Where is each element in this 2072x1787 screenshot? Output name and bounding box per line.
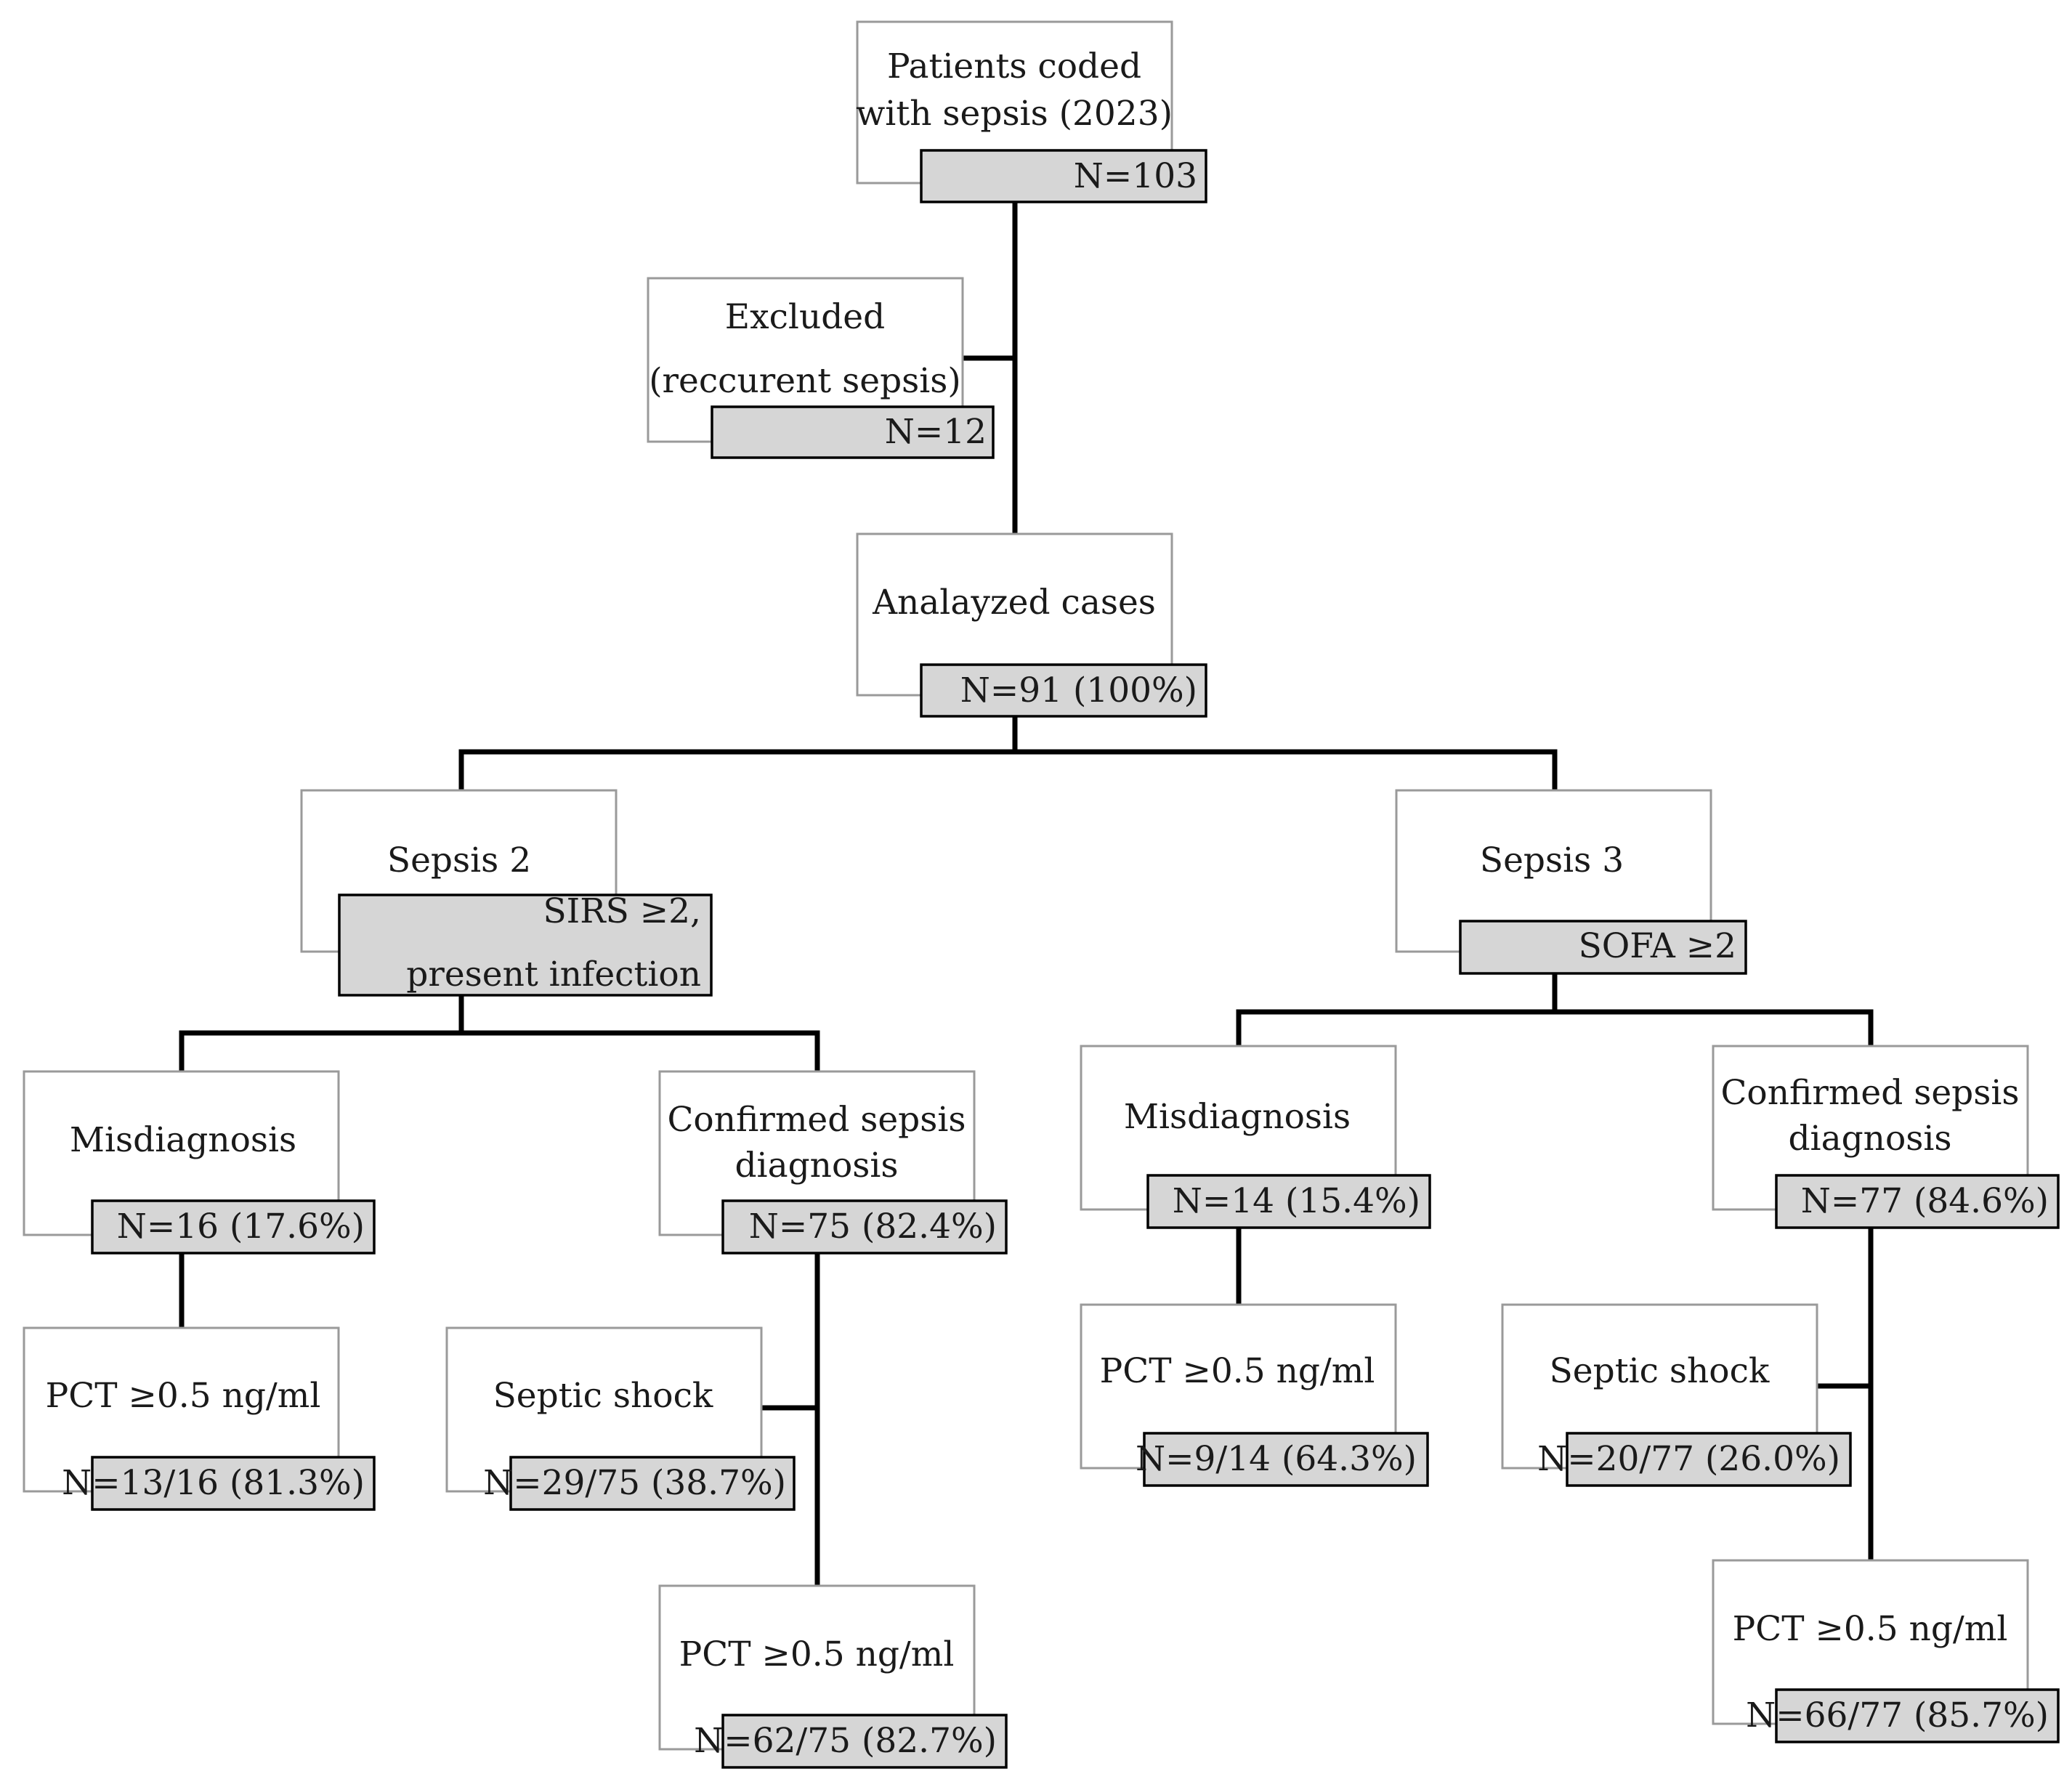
node-label: Patients coded [887, 46, 1141, 86]
node-s2-confirmed-pct: PCT ≥0.5 ng/ml N=62/75 (82.7%) [658, 1584, 1008, 1769]
count-value: N=14 (15.4%) [1173, 1181, 1420, 1221]
node-label: Misdiagnosis [70, 1120, 296, 1160]
node-s2-misdiagnosis-pct: PCT ≥0.5 ng/ml N=13/16 (81.3%) [23, 1326, 376, 1511]
node-s2-septic-shock: Septic shock N=29/75 (38.7%) [445, 1326, 796, 1511]
count-value: N=103 [1074, 156, 1197, 196]
node-label: PCT ≥0.5 ng/ml [1733, 1609, 2008, 1649]
count-value: N=13/16 (81.3%) [62, 1463, 365, 1503]
count-value: N=12 [885, 412, 987, 452]
count-box [721, 1199, 1008, 1255]
connectors [179, 200, 1874, 1589]
node-s3-confirmed: Confirmed sepsis diagnosis N=77 (84.6%) [1712, 1045, 2060, 1229]
node-label: Confirmed sepsis [1720, 1073, 2019, 1113]
connector-s3-confirmed-chain [1813, 1225, 1874, 1563]
connector-sepsis2-split [179, 992, 820, 1074]
connector-sepsis3-split [1236, 971, 1874, 1049]
count-box [721, 1714, 1008, 1769]
node-label: Sepsis 3 [1480, 840, 1624, 880]
count-box [1775, 1174, 2060, 1229]
count-box [920, 663, 1207, 718]
count-box [91, 1199, 376, 1255]
count-box [711, 405, 995, 459]
count-value: N=91 (100%) [960, 670, 1197, 710]
count-box [1146, 1174, 1431, 1229]
count-value: N=9/14 (64.3%) [1136, 1439, 1417, 1479]
node-label: PCT ≥0.5 ng/ml [46, 1376, 321, 1416]
node-label: diagnosis [1788, 1119, 1951, 1159]
count-value: N=29/75 (38.7%) [483, 1463, 786, 1503]
criteria-box [1459, 920, 1747, 975]
node-label: with sepsis (2023) [856, 94, 1173, 134]
count-box [509, 1456, 796, 1511]
count-box [920, 149, 1207, 203]
node-label: (reccurent sepsis) [649, 361, 961, 401]
node-label: Confirmed sepsis [667, 1100, 966, 1140]
node-label: PCT ≥0.5 ng/ml [679, 1634, 955, 1674]
count-box [1566, 1432, 1852, 1487]
node-sepsis-2: Sepsis 2 SIRS ≥2, present infection [300, 789, 713, 997]
count-value: N=66/77 (85.7%) [1746, 1695, 2049, 1735]
criteria-text: SOFA ≥2 [1579, 926, 1736, 966]
node-label: Septic shock [1550, 1351, 1770, 1391]
count-value: N=62/75 (82.7%) [694, 1721, 997, 1761]
node-label: Misdiagnosis [1124, 1097, 1351, 1137]
node-s3-misdiagnosis-pct: PCT ≥0.5 ng/ml N=9/14 (64.3%) [1080, 1303, 1429, 1487]
connector-analyzed-split [458, 715, 1558, 793]
criteria-box [338, 894, 713, 997]
connector-s2-confirmed-chain [758, 1250, 820, 1589]
count-value: N=16 (17.6%) [117, 1207, 365, 1247]
node-excluded: Excluded (reccurent sepsis) N=12 [647, 277, 995, 459]
criteria-text: SIRS ≥2, [543, 891, 701, 931]
node-coded-sepsis: Patients coded with sepsis (2023) N=103 [856, 20, 1207, 203]
count-box [91, 1456, 376, 1511]
node-s3-confirmed-pct: PCT ≥0.5 ng/ml N=66/77 (85.7%) [1712, 1559, 2060, 1743]
node-label: Analayzed cases [872, 583, 1156, 623]
node-s2-confirmed: Confirmed sepsis diagnosis N=75 (82.4%) [658, 1070, 1008, 1255]
node-label: Excluded [725, 297, 885, 337]
node-label: PCT ≥0.5 ng/ml [1100, 1351, 1375, 1391]
node-s2-misdiagnosis: Misdiagnosis N=16 (17.6%) [23, 1070, 376, 1255]
count-value: N=75 (82.4%) [749, 1207, 997, 1247]
node-label: Septic shock [493, 1376, 713, 1416]
criteria-text: present infection [406, 955, 701, 994]
node-analyzed: Analayzed cases N=91 (100%) [856, 532, 1207, 718]
node-s3-misdiagnosis: Misdiagnosis N=14 (15.4%) [1080, 1045, 1431, 1229]
count-value: N=77 (84.6%) [1801, 1181, 2049, 1221]
node-sepsis-3: Sepsis 3 SOFA ≥2 [1395, 789, 1747, 975]
node-label: Sepsis 2 [387, 840, 531, 880]
node-s3-septic-shock: Septic shock N=20/77 (26.0%) [1501, 1303, 1852, 1487]
node-label: diagnosis [734, 1146, 898, 1186]
count-box [1143, 1432, 1429, 1487]
count-value: N=20/77 (26.0%) [1537, 1439, 1840, 1479]
count-box [1775, 1688, 2060, 1743]
